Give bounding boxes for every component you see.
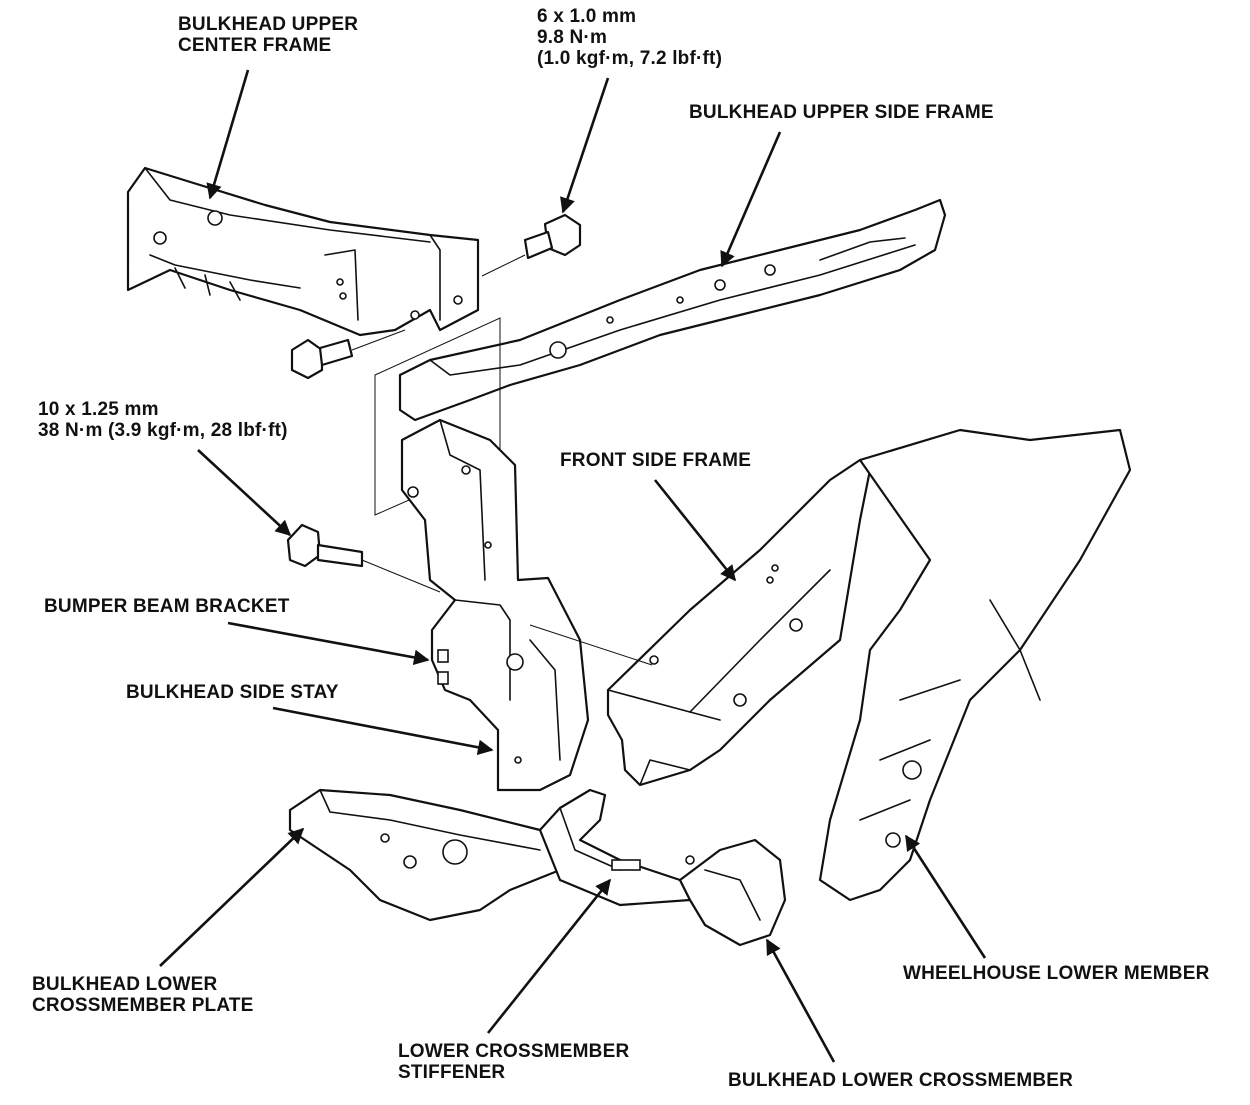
bolt-10mm-part: [286, 523, 441, 593]
label-bumper-beam-bracket: BUMPER BEAM BRACKET: [44, 596, 290, 617]
leader-upper-center-frame: [206, 69, 250, 200]
label-line: 10 x 1.25 mm: [38, 399, 159, 420]
label-line: WHEELHOUSE LOWER MEMBER: [903, 963, 1210, 984]
label-upper-center-frame: BULKHEAD UPPER CENTER FRAME: [178, 14, 358, 56]
label-line: 6 x 1.0 mm: [537, 6, 637, 27]
front-side-frame-part: [529, 458, 872, 787]
label-front-side-frame: FRONT SIDE FRAME: [560, 450, 751, 471]
label-line: BUMPER BEAM BRACKET: [44, 596, 290, 617]
bolt-6mm-part: [481, 213, 582, 277]
bulkhead-side-stay-part: [400, 418, 590, 792]
leader-lower-crossmember: [765, 938, 836, 1063]
label-line: BULKHEAD LOWER: [32, 974, 218, 995]
leader-bumper-beam-bracket: [227, 621, 430, 666]
label-line: 9.8 N·m: [537, 27, 608, 48]
label-line: BULKHEAD LOWER CROSSMEMBER: [728, 1070, 1074, 1091]
label-line: BULKHEAD UPPER: [178, 14, 359, 35]
upper-center-frame-part: [126, 166, 480, 337]
label-line: 38 N·m (3.9 kgf·m, 28 lbf·ft): [38, 420, 288, 441]
label-wheelhouse-lower-member: WHEELHOUSE LOWER MEMBER: [903, 963, 1210, 984]
leader-upper-side-frame: [720, 131, 782, 268]
label-upper-side-frame: BULKHEAD UPPER SIDE FRAME: [689, 102, 994, 123]
upper-side-frame-part: [398, 198, 947, 422]
lower-crossmember-plate-part: [288, 788, 562, 922]
leader-bolt-6mm: [560, 77, 610, 214]
label-lower-crossmember-plate: BULKHEAD LOWER CROSSMEMBER PLATE: [32, 974, 254, 1016]
label-line: FRONT SIDE FRAME: [560, 450, 752, 471]
leader-lines: [159, 69, 987, 1063]
label-lower-crossmember: BULKHEAD LOWER CROSSMEMBER: [728, 1070, 1073, 1091]
leader-bulkhead-side-stay: [272, 706, 494, 756]
label-line: STIFFENER: [398, 1062, 506, 1083]
label-line: (1.0 kgf·m, 7.2 lbf·ft): [537, 48, 723, 69]
leader-front-side-frame: [653, 479, 737, 582]
lower-crossmember-stiffener-part: [538, 788, 692, 907]
label-line: CROSSMEMBER PLATE: [32, 995, 254, 1016]
label-line: BULKHEAD SIDE STAY: [126, 682, 339, 703]
leader-wheelhouse-lower-member: [904, 834, 987, 959]
bolt-flange-left-part: [290, 329, 406, 380]
label-line: BULKHEAD UPPER SIDE FRAME: [689, 102, 994, 123]
lower-crossmember-part: [678, 838, 787, 947]
label-bolt-10mm: 10 x 1.25 mm 38 N·m (3.9 kgf·m, 28 lbf·f…: [38, 399, 288, 441]
label-lower-crossmember-stiffener: LOWER CROSSMEMBER STIFFENER: [398, 1041, 629, 1083]
leader-lower-crossmember-plate: [159, 827, 305, 967]
label-bulkhead-side-stay: BULKHEAD SIDE STAY: [126, 682, 339, 703]
label-bolt-6mm: 6 x 1.0 mm 9.8 N·m (1.0 kgf·m, 7.2 lbf·f…: [537, 6, 722, 69]
label-line: LOWER CROSSMEMBER: [398, 1041, 630, 1062]
label-line: CENTER FRAME: [178, 35, 332, 56]
leader-bolt-10mm: [197, 449, 292, 537]
wheelhouse-lower-member-part: [818, 428, 1132, 902]
leader-lower-crossmember-stiffener: [486, 878, 612, 1034]
